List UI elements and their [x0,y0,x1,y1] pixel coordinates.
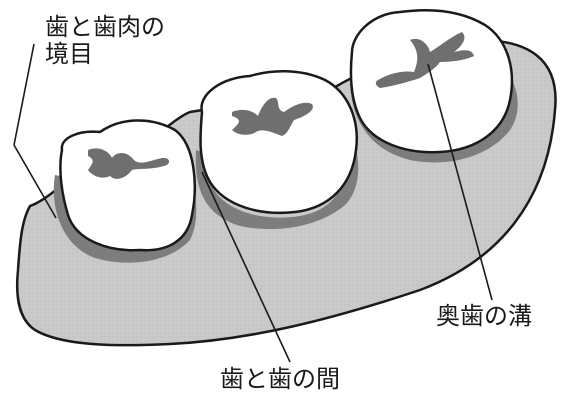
label-molar-groove: 奥歯の溝 [436,302,532,330]
label-between-teeth: 歯と歯の間 [220,365,340,393]
groove-tooth-left [88,148,170,179]
tooth-left [59,119,197,252]
plaque-tooth-middle [195,150,359,230]
tooth-right [349,8,514,154]
label-gum-tooth-boundary-line2: 境目 [45,40,93,68]
label-gum-tooth-boundary: 歯と歯肉の 境目 [45,14,165,68]
tooth-middle [199,69,358,215]
groove-tooth-right [375,32,474,88]
leader-line-groove [427,63,493,301]
leader-line-gumline [13,43,35,146]
label-gum-tooth-boundary-line1: 歯と歯肉の [45,13,165,41]
groove-tooth-middle [232,97,313,136]
leader-line-gumline-2 [13,144,57,219]
leader-line-between-teeth [201,171,291,363]
